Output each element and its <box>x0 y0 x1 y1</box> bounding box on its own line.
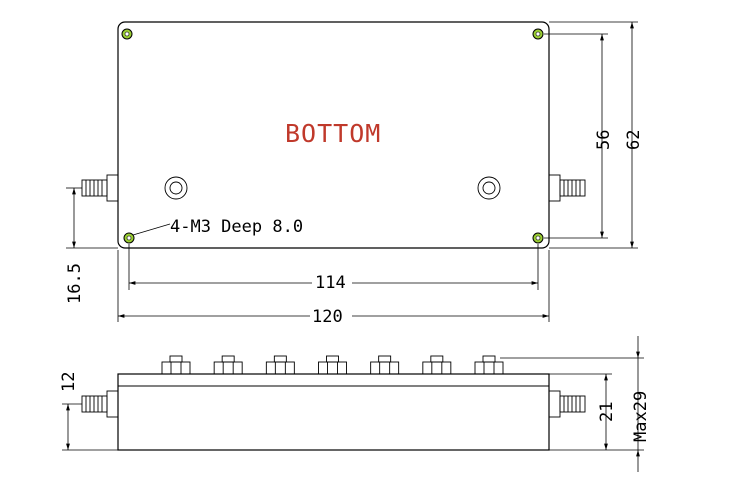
top-view: BOTTOM 4-M3 Deep 8.0 <box>65 21 644 327</box>
dim-connector-offset: 16.5 <box>65 187 118 304</box>
tuning-screw <box>318 355 347 375</box>
dim-connector-height-value: 12 <box>59 372 79 392</box>
dim-body-height-value: 21 <box>597 402 617 422</box>
dim-outer-height-value: 62 <box>624 130 644 150</box>
corner-hole-tl <box>121 28 133 40</box>
top-view-body <box>117 21 550 249</box>
hole-note-leader <box>132 223 171 236</box>
dim-outer-width-value: 120 <box>312 307 343 327</box>
dim-inner-width-value: 114 <box>315 273 346 293</box>
corner-hole-tr <box>532 28 544 40</box>
corner-hole-bl <box>123 232 135 244</box>
dim-inner-height: 56 <box>544 33 614 239</box>
side-connector-left <box>81 390 119 418</box>
sma-connector-left <box>81 174 119 202</box>
dim-connector-height: 12 <box>59 372 118 451</box>
dim-connector-offset-value: 16.5 <box>65 263 85 304</box>
dim-outer-width: 120 <box>117 250 550 327</box>
tuning-screw <box>213 355 243 375</box>
center-hole-right <box>477 176 501 200</box>
sma-connector-right <box>548 174 586 202</box>
corner-hole-br <box>532 232 544 244</box>
tuning-screw <box>474 355 504 375</box>
tuning-screws <box>161 355 504 375</box>
tuning-screw <box>422 355 452 375</box>
dim-body-height: 21 <box>549 373 644 451</box>
dim-max-height-value: Max29 <box>631 391 651 442</box>
side-connector-right <box>548 390 586 418</box>
side-view: 12 21 Max29 <box>59 336 651 472</box>
dim-inner-height-value: 56 <box>594 130 614 150</box>
center-hole-left <box>164 176 188 200</box>
side-view-body <box>117 373 550 451</box>
dim-inner-width: 114 <box>128 244 539 293</box>
tuning-screw <box>161 355 191 375</box>
tuning-screw <box>265 355 295 375</box>
tuning-screw <box>370 355 400 375</box>
bottom-label: BOTTOM <box>285 119 381 148</box>
hole-note: 4-M3 Deep 8.0 <box>170 217 303 237</box>
dim-max-height: Max29 <box>500 336 651 472</box>
dim-outer-height: 62 <box>549 21 644 249</box>
